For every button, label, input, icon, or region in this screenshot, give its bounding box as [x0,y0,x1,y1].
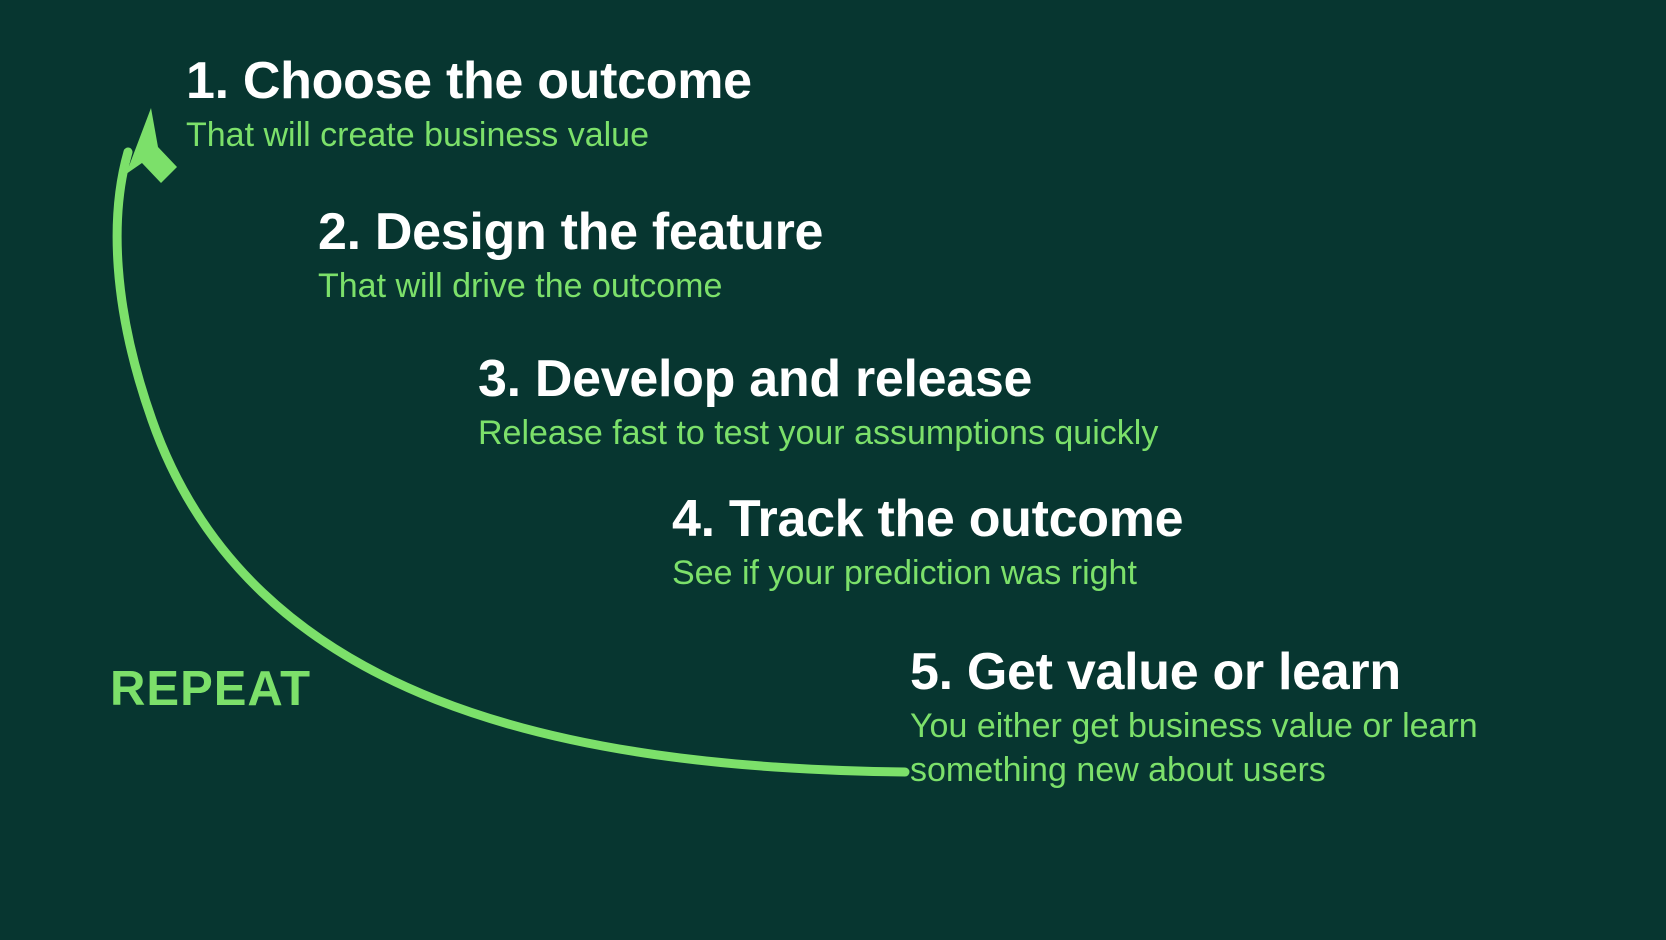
step-5-title: 5. Get value or learn [910,643,1401,701]
step-1-subtitle: That will create business value [186,116,650,155]
arrow-head-icon [126,108,177,183]
step-2-subtitle: That will drive the outcome [318,267,723,306]
step-3: 3. Develop and release Release fast to t… [478,350,1159,455]
step-4-subtitle: See if your prediction was right [672,554,1137,593]
step-4: 4. Track the outcome See if your predict… [672,490,1184,595]
step-3-subtitle: Release fast to test your assumptions qu… [478,414,1159,453]
step-2: 2. Design the feature That will drive th… [318,203,824,308]
step-1: 1. Choose the outcome That will create b… [186,52,752,157]
step-1-title: 1. Choose the outcome [186,52,752,110]
step-5: 5. Get value or learn You either get bus… [910,643,1610,792]
repeat-label: REPEAT [110,662,312,716]
step-2-title: 2. Design the feature [318,203,824,261]
step-5-subtitle: You either get business value or learn s… [910,707,1478,790]
step-4-title: 4. Track the outcome [672,490,1184,548]
step-3-title: 3. Develop and release [478,350,1033,408]
